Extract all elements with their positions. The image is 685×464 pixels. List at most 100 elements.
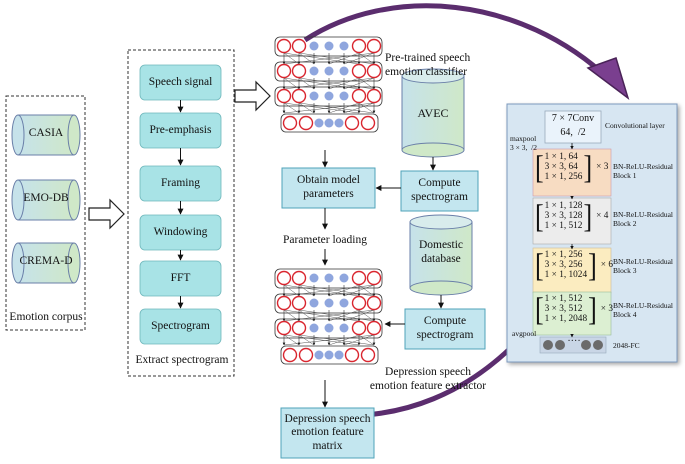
domestic-cylinder — [409, 214, 473, 296]
net-top-link — [358, 52, 375, 65]
conv-line2: 64, /2 — [560, 127, 586, 138]
avec-label: AVEC — [417, 106, 449, 120]
block1-box — [532, 148, 612, 197]
bottom-network-caption-2: emotion feature extractor — [369, 380, 487, 392]
net-bottom-neuron — [324, 273, 334, 283]
net-top-link — [358, 102, 375, 114]
net-bottom-link — [358, 309, 375, 322]
net-bottom-neuron — [351, 295, 367, 311]
block3-row2: 3 × 3, 256 — [544, 259, 583, 270]
top-network-caption-2: emotion classifier — [385, 66, 468, 78]
block3-box — [532, 247, 612, 294]
net-top-neuron — [309, 41, 319, 51]
net-bottom-neuron — [339, 323, 349, 333]
block3-mult: × 6 — [600, 259, 613, 270]
net-top-link — [298, 77, 315, 90]
net-bottom-link — [283, 309, 300, 322]
net-bottom-neuron — [366, 270, 382, 286]
block1-label-2: Block 1 — [613, 171, 637, 180]
net-bottom-neuron — [324, 323, 334, 333]
net-bottom-neuron — [339, 298, 349, 308]
net-top-band-1 — [274, 36, 383, 57]
step-framing: Framing — [161, 176, 200, 189]
net-top-neuron — [314, 118, 324, 128]
net-top-link — [298, 102, 375, 114]
net-bottom-link — [358, 284, 375, 297]
extract-steps — [139, 64, 222, 345]
obtain-params-label: Obtain model parameters — [282, 168, 375, 208]
net-top-neuron — [276, 38, 292, 54]
net-top-link — [298, 52, 315, 65]
emotion-corpus-box — [5, 95, 86, 331]
hollow-arrow-1 — [88, 198, 125, 230]
net-top-neuron — [366, 88, 382, 104]
net-top-neuron — [366, 63, 382, 79]
obtain-line2: parameters — [303, 188, 354, 200]
block1-row1: 1 × 1, 64 — [544, 152, 578, 162]
net-bottom-link — [298, 309, 375, 322]
net-top-link — [298, 52, 375, 65]
net-top-neuron — [339, 41, 349, 51]
block4-row3: 1 × 1, 2048 — [544, 313, 588, 324]
output-line3: matrix — [312, 439, 343, 452]
corpus-item-casia: CASIA — [28, 127, 64, 139]
net-bottom-link — [298, 309, 315, 322]
corpus-item-emo-db: EMO-DB — [23, 192, 69, 204]
domestic-line2: database — [421, 253, 461, 265]
net-top-neuron — [309, 66, 319, 76]
block4-label-1: BN-ReLU-Residual — [613, 301, 673, 310]
net-top-link — [298, 102, 315, 114]
block4-mult: × 3 — [600, 303, 613, 314]
net-bottom-neuron — [309, 323, 319, 333]
net-top-neuron — [334, 118, 344, 128]
block3-row3: 1 × 1, 1024 — [544, 269, 588, 280]
block1-mult: × 3 — [596, 161, 609, 172]
avec-compute-line2: spectrogram — [411, 191, 468, 203]
net-bottom-neuron — [334, 350, 344, 360]
top-curved-arrow — [303, 3, 612, 82]
domestic-compute-line1: Compute — [423, 315, 467, 328]
emo-db-cylinder — [11, 179, 81, 221]
net-top-band-out — [280, 113, 379, 133]
net-bottom-neuron — [282, 347, 298, 363]
hollow-arrow-2 — [234, 80, 271, 112]
bottom-network-caption-1: Depression speech — [385, 366, 471, 378]
net-bottom-link — [298, 284, 315, 297]
net-bottom-link — [283, 309, 360, 322]
block4-row2: 3 × 3, 512 — [544, 303, 583, 314]
avec-compute-box — [400, 170, 479, 212]
net-top-neuron — [282, 115, 298, 131]
net-top-link — [298, 77, 375, 90]
net-bottom-link — [298, 334, 315, 346]
net-bottom-neuron — [324, 298, 334, 308]
domestic-label: Domestic database — [410, 235, 472, 271]
avec-cylinder — [401, 68, 465, 158]
net-bottom-link — [298, 284, 375, 297]
net-top-link — [283, 77, 300, 90]
net-bottom-neuron — [291, 320, 307, 336]
net-bottom-neuron — [276, 320, 292, 336]
step-spectrogram: Spectrogram — [151, 319, 210, 332]
avgpool-label: avgpool — [512, 329, 537, 338]
maxpool-line2: 3 × 3, /2 — [510, 143, 537, 152]
net-top-neuron — [291, 88, 307, 104]
block4-box — [532, 291, 612, 336]
net-bottom-neuron — [360, 347, 376, 363]
block4-row1: 1 × 1, 512 — [544, 294, 583, 304]
conv-line1: 7 × 7Conv — [551, 113, 595, 124]
net-top-neuron — [339, 66, 349, 76]
conv-box — [544, 110, 602, 144]
net-bottom-neuron — [276, 270, 292, 286]
net-top-link — [283, 52, 300, 65]
step-windowing: Windowing — [153, 225, 208, 238]
conv-layer-label: Convolutional layer — [605, 121, 665, 130]
net-bottom-band-1 — [274, 268, 383, 289]
fc-label: 2048-FC — [613, 341, 640, 350]
net-top-neuron — [366, 38, 382, 54]
obtain-line1: Obtain model — [297, 174, 360, 187]
fc-neurons — [543, 340, 603, 350]
output-line1: Depression speech — [284, 413, 371, 426]
